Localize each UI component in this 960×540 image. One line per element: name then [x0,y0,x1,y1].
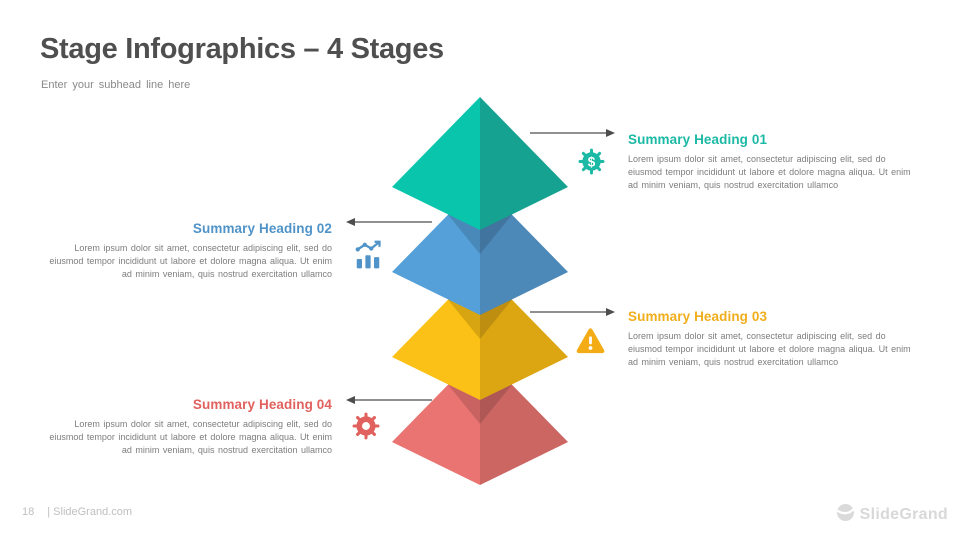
stage-3-heading: Summary Heading 03 [628,309,768,324]
stage-4-heading: Summary Heading 04 [192,397,332,412]
footer-site: | SlideGrand.com [47,506,133,518]
stage-1-heading: Summary Heading 01 [628,132,768,147]
stage-4-text-block: Summary Heading 04 Lorem ipsum dolor sit… [40,397,332,457]
stage-1-text-block: Summary Heading 01 Lorem ipsum dolor sit… [628,132,920,192]
brand-globe-icon [836,503,855,527]
bar-chart-icon [353,239,383,274]
warning-icon [575,326,606,362]
stage-4-body: Lorem ipsum dolor sit amet, consectetur … [49,419,332,455]
stage-3-arrow [530,308,615,316]
stage-2-arrow [346,218,432,226]
stage-2-text-block: Summary Heading 02 Lorem ipsum dolor sit… [40,221,332,281]
money-gear-icon: $ [578,148,605,180]
svg-text:$: $ [588,154,596,169]
page-subhead: Enter your subhead line here [41,79,191,91]
stage-3-body: Lorem ipsum dolor sit amet, consectetur … [628,331,911,367]
stage-1-body: Lorem ipsum dolor sit amet, consectetur … [628,154,911,190]
gear-icon [352,412,380,445]
stage-4-arrow [346,396,432,404]
page-number: 18 [22,506,35,518]
stage-1-diamond [392,97,568,230]
stage-1-arrow [530,129,615,137]
brand-logo: SlideGrand [836,503,948,527]
stage-2-body: Lorem ipsum dolor sit amet, consectetur … [49,243,332,279]
stage-3-text-block: Summary Heading 03 Lorem ipsum dolor sit… [628,309,920,369]
stage-2-heading: Summary Heading 02 [192,221,332,236]
footer: 18 | SlideGrand.com [22,506,132,518]
page-title: Stage Infographics – 4 Stages [40,33,444,65]
brand-name: SlideGrand [859,506,948,523]
